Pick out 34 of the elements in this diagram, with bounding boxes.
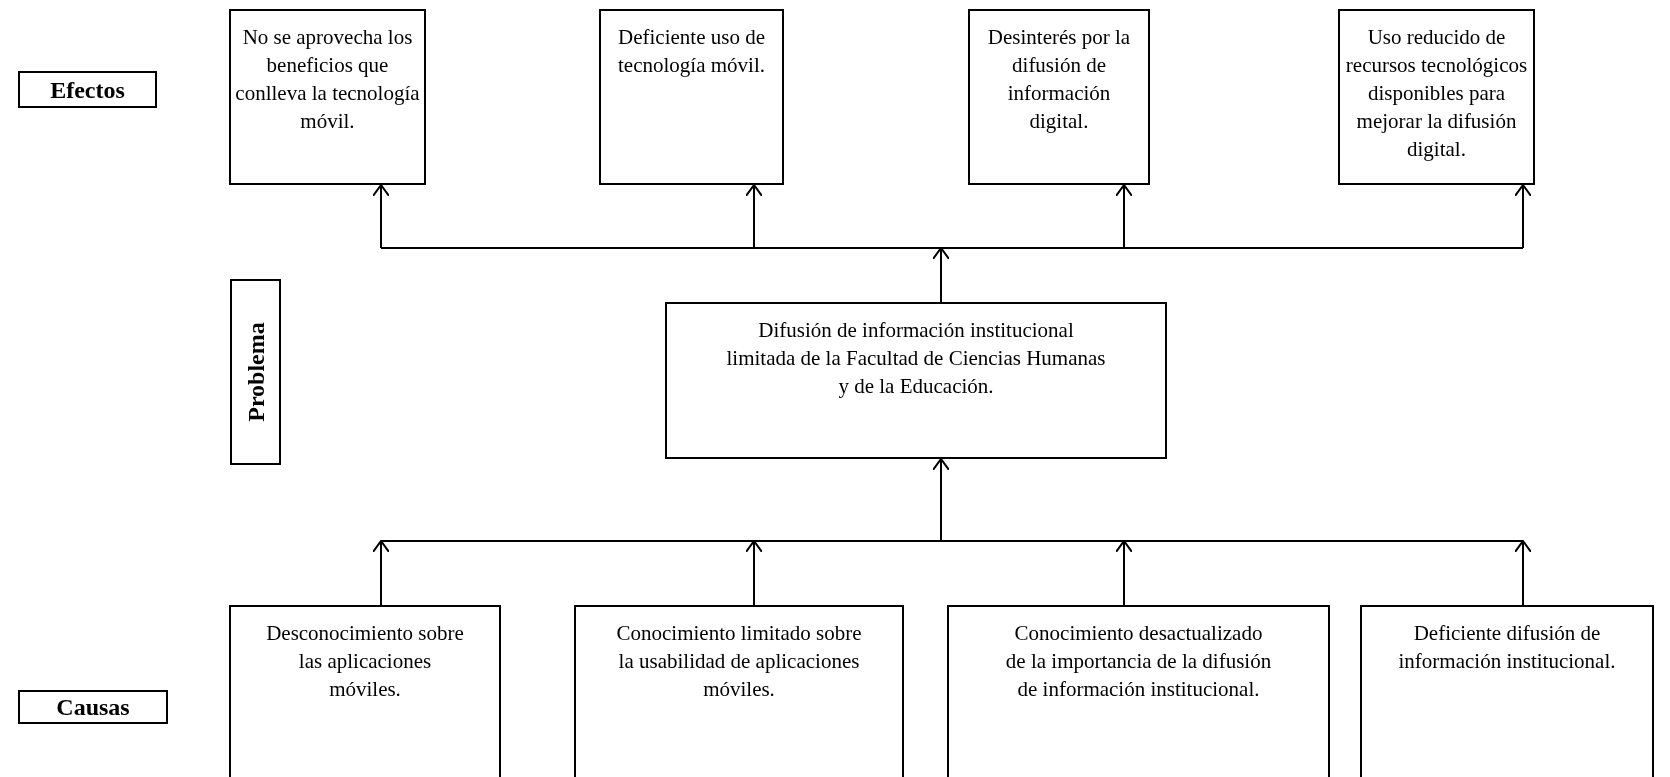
- box-text: Conocimiento limitado sobre la usabilidad de aplicaciones móviles.: [615, 620, 863, 703]
- arrow: [1514, 540, 1532, 606]
- text-box: [1338, 9, 1535, 185]
- text-box: [574, 605, 904, 777]
- box-text: Desconocimiento sobre las aplicaciones móviles.: [265, 620, 465, 703]
- arrow: [1115, 184, 1133, 249]
- text-box: [599, 9, 784, 185]
- box-text: Difusión de información institucional limitada de la Facultad de Ciencias Humanas y de la Educación.: [725, 317, 1107, 400]
- section-label: Efectos: [50, 77, 125, 102]
- text-box: [665, 302, 1167, 459]
- box-text: Deficiente uso de tecnología móvil.: [617, 24, 766, 79]
- label-box: [18, 690, 168, 724]
- arrow: [745, 540, 763, 606]
- arrow: [380, 247, 1524, 303]
- text-box: [947, 605, 1330, 777]
- arrow: [380, 458, 1524, 542]
- box-text: Uso reducido de recursos tecnológicos disponibles para mejorar la difusión digital.: [1344, 24, 1529, 163]
- label-box: [18, 71, 157, 108]
- section-label: Problema: [241, 322, 270, 422]
- arrow: [372, 184, 390, 249]
- section-label: Causas: [56, 695, 130, 719]
- arrow: [372, 540, 390, 606]
- box-text: Desinterés por la difusión de información digital.: [986, 24, 1132, 135]
- arrow: [745, 184, 763, 249]
- box-text: Conocimiento desactualizado de la importancia de la difusión de información institucional.: [1004, 620, 1273, 703]
- box-text: Deficiente difusión de información institucional.: [1397, 620, 1617, 675]
- arrow: [1115, 540, 1133, 606]
- label-box: [230, 279, 281, 465]
- text-box: [229, 9, 426, 185]
- text-box: [229, 605, 501, 777]
- text-box: [1360, 605, 1654, 777]
- text-box: [968, 9, 1150, 185]
- arrow: [1514, 184, 1532, 249]
- box-text: No se aprovecha los beneficios que conlleva la tecnología móvil.: [234, 24, 421, 135]
